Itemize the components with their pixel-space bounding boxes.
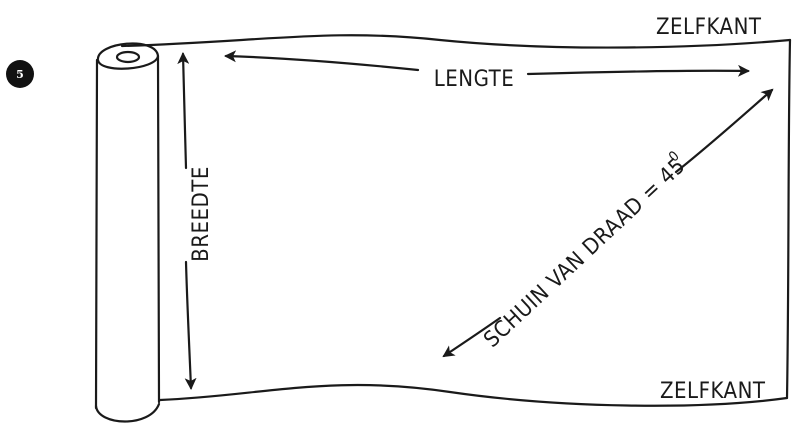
- roll-top-cap: [96, 42, 160, 70]
- step-badge: 5: [6, 60, 34, 88]
- width-arrow-top: [177, 52, 190, 170]
- selvage-label-bottom: ZELFKANT: [660, 379, 766, 404]
- fabric-roll: [94, 42, 161, 423]
- roll-bottom-curve: [94, 402, 161, 423]
- selvage-label-top: ZELFKANT: [656, 15, 762, 40]
- width-arrow-bottom: [184, 260, 197, 390]
- right-edge: [785, 38, 792, 400]
- roll-left-side: [94, 58, 99, 410]
- width-label: BREEDTE: [189, 166, 214, 262]
- length-arrow-left: [224, 50, 420, 72]
- length-arrow-right: [526, 64, 750, 77]
- bias-dimension: SCHUIN VAN DRAAD = 45 0: [442, 88, 774, 358]
- length-dimension: LENGTE: [224, 50, 750, 92]
- length-label: LENGTE: [434, 67, 514, 92]
- roll-core-hole: [115, 50, 141, 64]
- step-number: 5: [16, 68, 24, 81]
- top-selvage-edge: [120, 34, 792, 49]
- bias-arrow-up: [674, 88, 774, 174]
- bias-arrow-down: [442, 316, 502, 358]
- width-dimension: BREEDTE: [177, 52, 214, 390]
- bottom-selvage-edge: [158, 383, 789, 407]
- roll-right-side: [156, 54, 161, 404]
- fabric-sheet: [120, 34, 792, 407]
- bias-label: SCHUIN VAN DRAAD = 45: [479, 153, 690, 352]
